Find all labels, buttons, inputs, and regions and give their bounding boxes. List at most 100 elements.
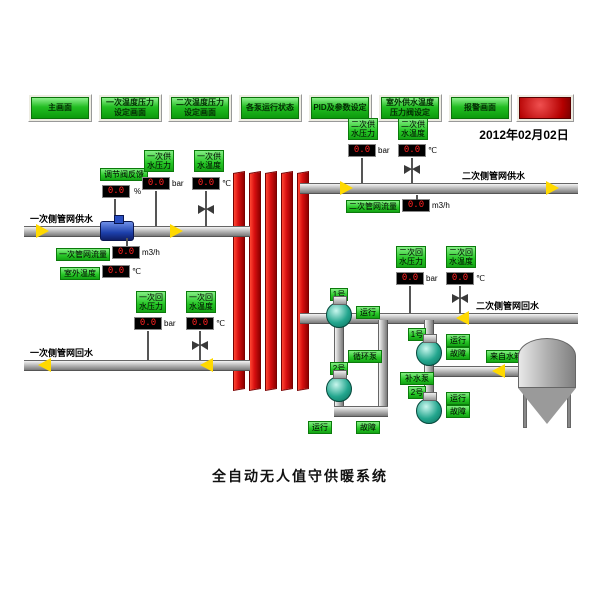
unit-secondary-return-pressure: bar	[426, 274, 438, 283]
label-circulation-pumps: 循环泵	[348, 350, 382, 363]
pipe-tank-feed	[434, 366, 522, 377]
pipe-label-primary-supply: 一次侧管网供水	[30, 214, 94, 224]
toolbar-button-secondary-setpoints[interactable]: 二次温度压力设定画面	[171, 97, 229, 119]
status-makeup-pump1-run: 运行	[446, 334, 470, 347]
heat-exchanger-plate	[281, 170, 293, 392]
toolbar-button-pump-status[interactable]: 各泵运行状态	[241, 97, 299, 119]
label-outdoor-temp: 室外温度	[60, 267, 100, 280]
display-primary-flow: 0.0	[112, 246, 140, 259]
status-circ-pump1-run: 运行	[356, 306, 380, 319]
unit-primary-supply-pressure: bar	[172, 179, 184, 188]
toolbar-button-frame: 各泵运行状态	[238, 94, 302, 122]
pipe-primary-supply	[24, 226, 250, 237]
flow-arrow	[170, 224, 183, 238]
label-primary-supply-pressure: 一次供水压力	[144, 150, 174, 172]
screen-title: 全自动无人值守供暖系统	[212, 468, 388, 484]
display-primary-supply-temp: 0.0	[192, 177, 220, 190]
toolbar-button-frame: 一次温度压力设定画面	[98, 94, 162, 122]
control-valve-icon	[192, 341, 208, 350]
label-from-tank: 来自水箱	[486, 350, 526, 363]
heat-exchanger-plate	[233, 170, 245, 392]
makeup-pump-2	[416, 392, 442, 424]
toolbar-button-frame: 室外供水温度压力阀设定	[378, 94, 442, 122]
sensor-stem	[114, 199, 116, 221]
unit-secondary-flow: m3/h	[432, 201, 450, 210]
label-secondary-return-temp: 二次回水温度	[446, 246, 476, 268]
date-display: 2012年02月02日	[479, 128, 569, 142]
display-secondary-return-temp: 0.0	[446, 272, 474, 285]
label-secondary-supply-temp: 二次供水温度	[398, 118, 428, 140]
sensor-stem	[416, 195, 418, 200]
toolbar-button-frame: 报警画面	[448, 94, 512, 122]
status-makeup-pump2-fault: 故障	[446, 405, 470, 418]
heat-exchanger-plate	[297, 170, 309, 392]
toolbar-button-primary-setpoints[interactable]: 一次温度压力设定画面	[101, 97, 159, 119]
toolbar-button-pid-settings[interactable]: PID及参数设定	[311, 97, 369, 119]
display-primary-return-pressure: 0.0	[134, 317, 162, 330]
toolbar-button-frame: 二次温度压力设定画面	[168, 94, 232, 122]
unit-valve-feedback: %	[134, 187, 142, 196]
display-secondary-supply-temp: 0.0	[398, 144, 426, 157]
status-makeup-pump2-run: 运行	[446, 392, 470, 405]
display-secondary-supply-pressure: 0.0	[348, 144, 376, 157]
circulation-pump-1	[326, 296, 352, 328]
unit-secondary-supply-pressure: bar	[378, 146, 390, 155]
sensor-stem	[361, 158, 363, 183]
toolbar-button-frame: 主画面	[28, 94, 92, 122]
pipe-secondary-return	[300, 313, 578, 324]
label-secondary-return-pressure: 二次回水压力	[396, 246, 426, 268]
control-valve-icon	[452, 294, 468, 303]
status-circ-run: 运行	[308, 421, 332, 434]
flow-arrow	[492, 364, 505, 378]
pipe-circulation-right	[378, 320, 388, 416]
heat-exchanger-plate	[249, 170, 261, 392]
heat-exchanger-plate	[265, 170, 277, 392]
heat-exchanger	[233, 170, 315, 392]
pipe-primary-return	[24, 360, 250, 371]
label-makeup-pumps: 补水泵	[400, 372, 434, 385]
flow-arrow	[340, 181, 353, 195]
toolbar-button-outdoor-valve-settings[interactable]: 室外供水温度压力阀设定	[381, 97, 439, 119]
sensor-stem	[147, 331, 149, 360]
unit-primary-flow: m3/h	[142, 248, 160, 257]
label-valve-feedback: 调节阀反馈	[100, 168, 148, 181]
water-tank	[518, 338, 576, 388]
sensor-stem	[155, 191, 157, 226]
display-valve-feedback: 0.0	[102, 185, 130, 198]
label-secondary-flow: 二次管网流量	[346, 200, 400, 213]
toolbar-button-alarm[interactable]: 报警画面	[451, 97, 509, 119]
pipe-secondary-supply	[300, 183, 578, 194]
label-primary-return-temp: 一次回水温度	[186, 291, 216, 313]
pipe-circulation-bottom	[334, 406, 388, 417]
status-circ-fault: 故障	[356, 421, 380, 434]
label-secondary-supply-pressure: 二次供水压力	[348, 118, 378, 140]
makeup-pump-1	[416, 334, 442, 366]
label-primary-return-pressure: 一次回水压力	[136, 291, 166, 313]
regulating-valve	[100, 215, 134, 241]
unit-primary-return-temp: ℃	[216, 319, 225, 328]
sensor-stem	[409, 286, 411, 313]
flow-arrow	[38, 358, 51, 372]
display-secondary-flow: 0.0	[402, 199, 430, 212]
flow-arrow	[456, 311, 469, 325]
flow-arrow	[546, 181, 559, 195]
display-primary-return-temp: 0.0	[186, 317, 214, 330]
unit-secondary-supply-temp: ℃	[428, 146, 437, 155]
control-valve-icon	[404, 165, 420, 174]
sensor-stem	[126, 238, 128, 246]
pipe-makeup	[424, 320, 434, 416]
pipe-label-secondary-supply: 二次侧管网供水	[462, 171, 526, 181]
alarm-indicator-lamp	[519, 97, 571, 119]
water-tank-cone	[518, 388, 576, 424]
toolbar-button-main[interactable]: 主画面	[31, 97, 89, 119]
status-makeup-pump1-fault: 故障	[446, 347, 470, 360]
flow-arrow	[36, 224, 49, 238]
control-valve-icon	[198, 205, 214, 214]
unit-secondary-return-temp: ℃	[476, 274, 485, 283]
unit-primary-supply-temp: ℃	[222, 179, 231, 188]
flow-arrow	[200, 358, 213, 372]
unit-primary-return-pressure: bar	[164, 319, 176, 328]
unit-outdoor-temp: ℃	[132, 267, 141, 276]
circulation-pump-2	[326, 370, 352, 402]
